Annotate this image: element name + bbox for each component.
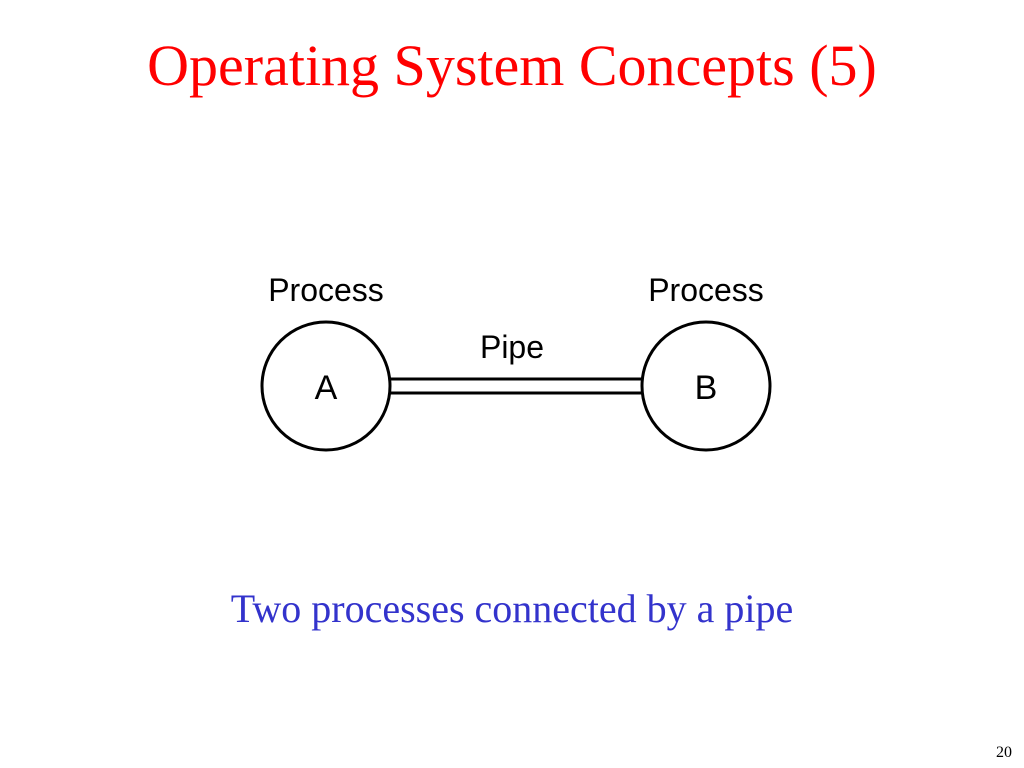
slide-title: Operating System Concepts (5) — [147, 33, 877, 98]
process-a-label: Process — [268, 272, 384, 308]
process-a-letter: A — [315, 369, 338, 407]
process-a-node — [260, 320, 392, 452]
diagram-caption: Two processes connected by a pipe — [230, 586, 794, 631]
pipe-connector — [390, 377, 642, 395]
process-b-letter: B — [695, 369, 718, 407]
pipe-label: Pipe — [480, 329, 544, 365]
page-number: 20 — [996, 744, 1012, 761]
process-b-label: Process — [648, 272, 764, 308]
process-b-node — [640, 320, 772, 452]
